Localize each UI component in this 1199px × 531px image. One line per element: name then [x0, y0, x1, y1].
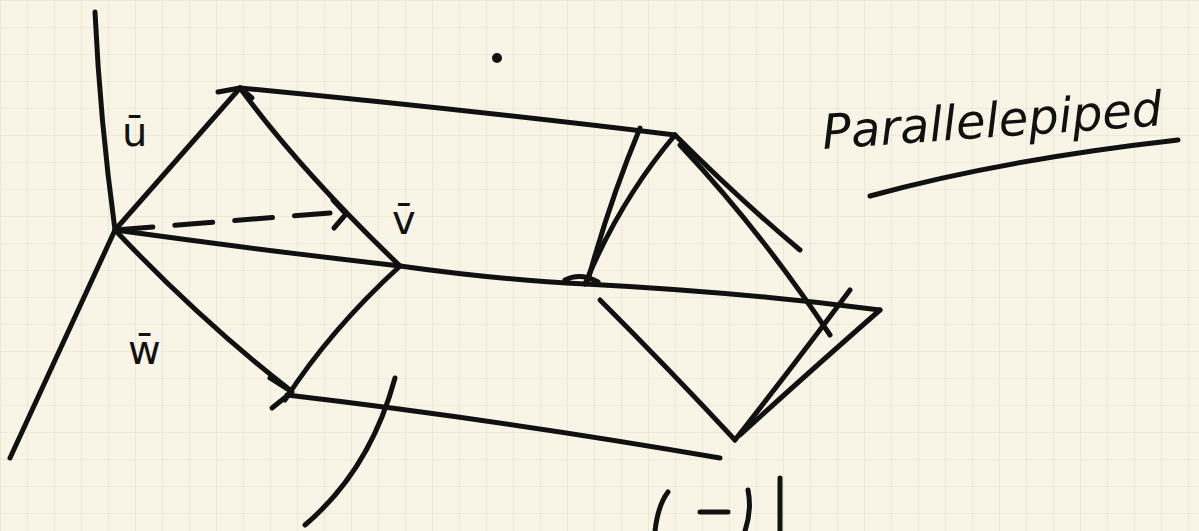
vector-label: v̄	[392, 200, 416, 240]
vector-label: ū	[122, 112, 147, 152]
vector-label: w̄	[128, 330, 161, 370]
